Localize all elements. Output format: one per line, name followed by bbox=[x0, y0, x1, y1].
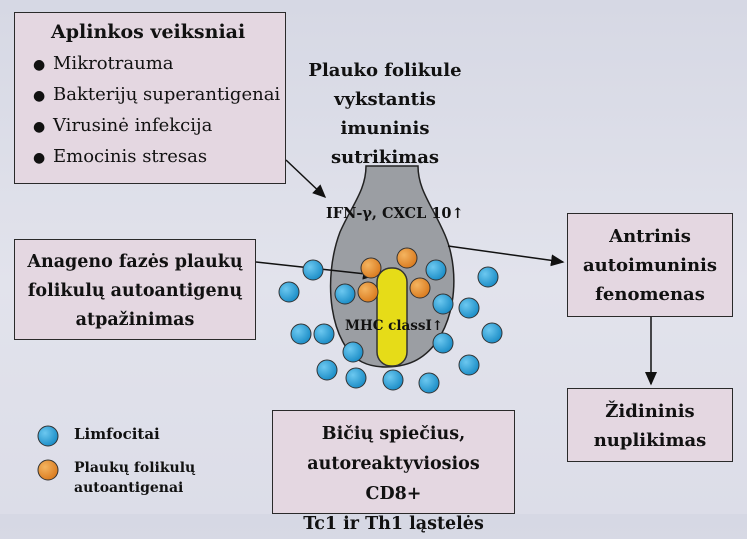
lymphocyte-cell bbox=[334, 283, 356, 305]
lymphocyte-cell bbox=[37, 425, 59, 447]
secondary-autoimmune-box: Antrinis autoimuninis fenomenas bbox=[567, 213, 733, 317]
autoantigen-cell bbox=[360, 257, 382, 279]
lymphocyte-cell bbox=[432, 293, 454, 315]
bullet-icon: ● bbox=[33, 57, 46, 73]
lymphocyte-cell bbox=[458, 354, 480, 376]
lymphocyte-cell bbox=[345, 367, 367, 389]
swarm-of-bees-box: Bičių spiečius, autoreaktyviosios CD8+ T… bbox=[272, 410, 515, 534]
lymphocyte-cell bbox=[278, 281, 300, 303]
lymphocyte-cell bbox=[313, 323, 335, 345]
diagram-canvas bbox=[37, 159, 657, 481]
lymphocyte-cell bbox=[458, 297, 480, 319]
lymphocyte-cell bbox=[418, 372, 440, 394]
hair-shaft bbox=[376, 267, 408, 367]
environment-item: ●Virusinė infekcija bbox=[33, 111, 285, 142]
bullet-icon: ● bbox=[33, 150, 46, 166]
environment-title: Aplinkos veiksniai bbox=[51, 21, 246, 43]
bullet-icon: ● bbox=[33, 88, 46, 104]
anagen-recognition-box: Anageno fazės plaukų folikulų autoantige… bbox=[14, 239, 256, 340]
lymphocyte-cell bbox=[432, 332, 454, 354]
environment-item: ●Mikrotrauma bbox=[33, 49, 285, 80]
environment-factors-box: Aplinkos veiksniai ●Mikrotrauma ●Bakteri… bbox=[14, 12, 286, 184]
arrow-env-to-follicle bbox=[285, 159, 327, 199]
lymphocyte-cell bbox=[342, 341, 364, 363]
lymphocyte-cell bbox=[477, 266, 499, 288]
arrow-follicle-to-antrinis bbox=[447, 245, 565, 267]
lymphocyte-cells bbox=[37, 259, 503, 447]
autoantigen-cells bbox=[37, 247, 431, 481]
follicle-title: Plauko folikule vykstantis imuninis sutr… bbox=[308, 60, 462, 168]
lymphocyte-cell bbox=[481, 322, 503, 344]
lymphocyte-cell bbox=[382, 369, 404, 391]
autoantigen-cell bbox=[396, 247, 418, 269]
mhc-class-label: MHC classI↑ bbox=[345, 318, 444, 334]
ifn-cxcl-label: IFN-γ, CXCL 10↑ bbox=[326, 205, 464, 222]
environment-item: ●Bakterijų superantigenai bbox=[33, 80, 285, 111]
autoantigen-cell bbox=[357, 281, 379, 303]
environment-item: ●Emocinis stresas bbox=[33, 142, 285, 173]
legend-lymphocytes-label: Limfocitai bbox=[74, 425, 160, 443]
alopecia-areata-box: Židininis nuplikimas bbox=[567, 388, 733, 462]
legend-autoantigens-label: Plaukų folikulų autoantigenai bbox=[74, 460, 196, 496]
lymphocyte-cell bbox=[316, 359, 338, 381]
bullet-icon: ● bbox=[33, 119, 46, 135]
autoantigen-cell bbox=[409, 277, 431, 299]
autoantigen-cell bbox=[37, 459, 59, 481]
lymphocyte-cell bbox=[290, 323, 312, 345]
lymphocyte-cell bbox=[425, 259, 447, 281]
lymphocyte-cell bbox=[302, 259, 324, 281]
